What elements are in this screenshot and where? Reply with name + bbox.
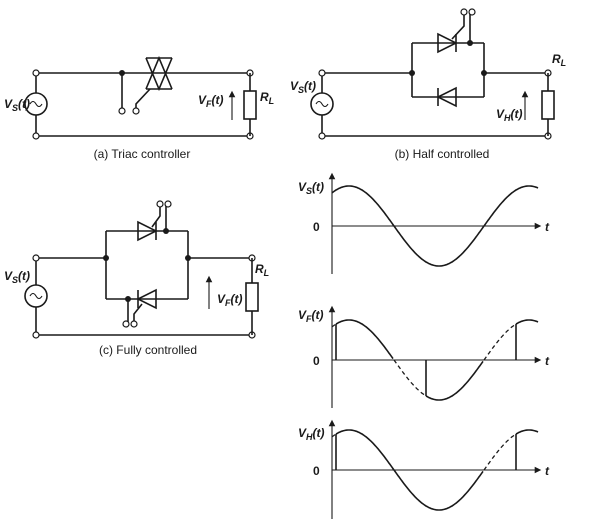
circuit-a-caption: (a) Triac controller <box>94 147 191 161</box>
circuit-a-triac-controller: VS(t) VF(t) RL (a) Triac controller <box>4 55 274 161</box>
circuit-a-sine-icon <box>29 100 43 108</box>
circuit-a-ac-source-icon <box>24 92 48 116</box>
triac-gate-lead <box>135 88 151 108</box>
circuit-c-node <box>185 255 191 261</box>
circuit-c-load-resistor-icon <box>245 282 259 312</box>
waveform-source-label: VS(t) <box>298 180 324 196</box>
circuit-c-load-label: RL <box>255 262 269 278</box>
circuit-b-caption: (b) Half controlled <box>395 147 490 161</box>
circuit-b-terminal <box>318 132 326 140</box>
circuit-b-half-controlled: VS(t) VH(t) RL (b) Half controlled <box>290 8 566 161</box>
circuit-b-gate-terminal <box>468 8 476 16</box>
waveform-full-time-label: t <box>545 354 550 368</box>
waveform-source-curve <box>331 185 539 267</box>
circuit-a-rails <box>36 72 250 137</box>
thyristor-lower-icon <box>136 288 157 310</box>
circuit-a-load-label: RL <box>260 90 274 106</box>
thyristor-lower-gate-lead <box>127 299 143 322</box>
waveform-full-label: VF(t) <box>298 308 324 324</box>
waveform-source-zero: 0 <box>313 220 320 234</box>
circuit-c-node <box>103 255 109 261</box>
circuit-b-bridge <box>411 42 485 98</box>
circuit-c-gate-node <box>125 296 131 302</box>
circuit-c-gate-node <box>163 228 169 234</box>
waveform-full-conducting-curve <box>335 319 539 401</box>
waveform-half-conducting-curve <box>335 429 539 511</box>
circuit-b-load-label: RL <box>552 52 566 68</box>
waveform-half-time-label: t <box>545 464 550 478</box>
waveform-half-label: VH(t) <box>298 426 325 442</box>
circuit-c-bridge <box>105 230 189 300</box>
circuit-c-voltage-label: VF(t) <box>217 292 243 308</box>
waveform-half-zero: 0 <box>313 464 320 478</box>
circuit-c-rails <box>36 257 252 336</box>
circuit-a-gate-terminal <box>118 107 126 115</box>
triac-icon <box>145 55 173 92</box>
circuit-c-terminal <box>32 331 40 339</box>
circuit-b-load-resistor-icon <box>541 90 555 120</box>
circuit-b-source-label: VS(t) <box>290 79 316 95</box>
circuit-b-sine-icon <box>315 100 329 108</box>
circuit-b-node <box>409 70 415 76</box>
waveform-full-zero: 0 <box>313 354 320 368</box>
waveform-full: VF(t) 0 t <box>298 305 550 408</box>
circuit-a-terminal <box>32 132 40 140</box>
thyristor-upper-icon <box>137 220 158 242</box>
circuit-c-sine-icon <box>29 292 43 300</box>
circuit-a-terminal <box>32 69 40 77</box>
circuit-b-gate-terminal <box>460 8 468 16</box>
circuit-c-gate-terminal <box>130 320 138 328</box>
circuit-b-gate-node <box>467 40 473 46</box>
thyristor-gate-lead <box>451 14 471 43</box>
circuit-c-gate-terminal <box>122 320 130 328</box>
circuit-b-terminal <box>318 69 326 77</box>
circuit-b-rails <box>322 72 548 137</box>
circuit-c-caption: (c) Fully controlled <box>99 343 197 357</box>
diode-icon <box>436 86 457 108</box>
circuit-c-gate-terminal <box>164 200 172 208</box>
circuit-c-fully-controlled: VS(t) VF(t) RL (c) Fully controlled <box>4 200 269 357</box>
waveform-half: VH(t) 0 t <box>298 419 550 519</box>
waveform-source-time-label: t <box>545 220 550 234</box>
waveform-half-uncontrolled-curve <box>331 434 516 471</box>
circuit-a-load-resistor-icon <box>243 90 257 120</box>
waveform-full-uncontrolled-curve <box>331 324 516 396</box>
thyristor-upper-gate-lead <box>151 206 167 231</box>
circuit-b-ac-source-icon <box>310 92 334 116</box>
circuit-c-ac-source-icon <box>24 284 48 308</box>
waveform-source: VS(t) 0 t <box>298 172 550 274</box>
circuit-c-source-label: VS(t) <box>4 269 30 285</box>
circuit-b-node <box>481 70 487 76</box>
circuit-a-voltage-label: VF(t) <box>198 93 224 109</box>
thyristor-icon <box>437 32 458 54</box>
circuit-a-source-label: VS(t) <box>4 97 30 113</box>
circuit-b-voltage-label: VH(t) <box>496 107 523 123</box>
triac-gate-terminal <box>132 107 140 115</box>
circuit-c-terminal <box>32 254 40 262</box>
circuit-c-gate-terminal <box>156 200 164 208</box>
